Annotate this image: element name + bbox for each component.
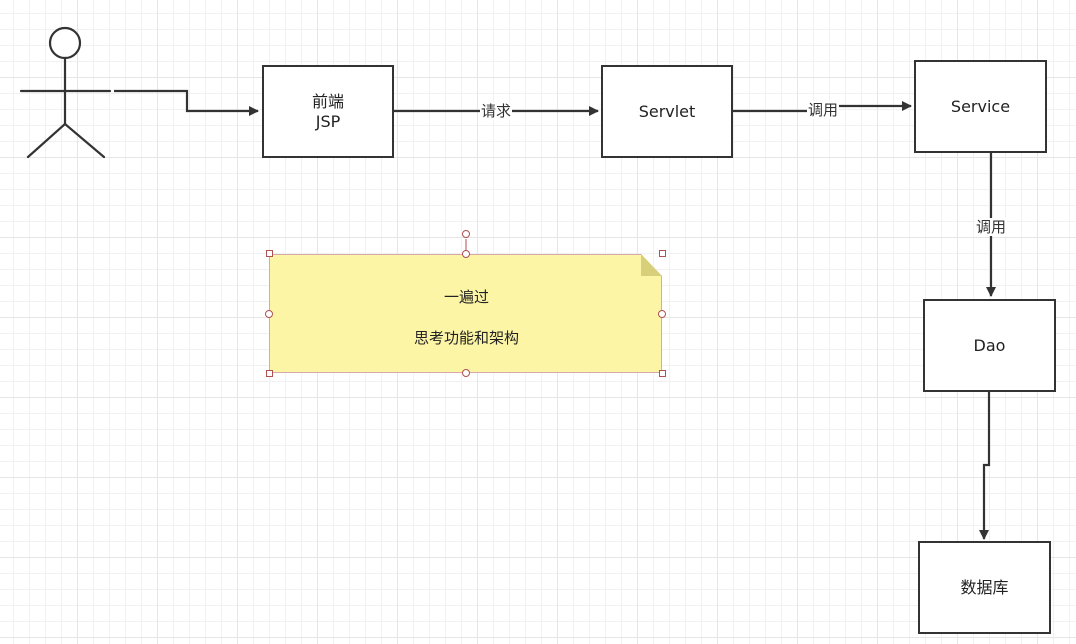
note-rotate-handle[interactable] — [462, 230, 470, 238]
resize-handle-top[interactable] — [462, 250, 470, 258]
node-service-label: Service — [950, 96, 1011, 116]
node-servlet-label: Servlet — [638, 101, 696, 121]
edge-label-call-service[interactable]: 调用 — [807, 101, 840, 119]
edge-dao-to-database[interactable] — [979, 392, 991, 540]
resize-handle-bottom-left[interactable] — [266, 370, 273, 377]
edge-actor-to-frontend[interactable] — [114, 89, 259, 116]
node-frontend-label-line1: 前端 — [311, 91, 344, 111]
note-line1: 一遍过 — [443, 288, 489, 306]
node-dao[interactable]: Dao — [923, 299, 1056, 392]
node-dao-label: Dao — [973, 335, 1006, 355]
resize-handle-top-right[interactable] — [659, 250, 666, 257]
edge-label-request[interactable]: 请求 — [480, 102, 513, 120]
resize-handle-top-left[interactable] — [266, 250, 273, 257]
resize-handle-bottom-right[interactable] — [659, 370, 666, 377]
sticky-note[interactable]: 一遍过 思考功能和架构 — [269, 254, 662, 373]
edge-label-call-dao[interactable]: 调用 — [975, 218, 1008, 236]
node-database[interactable]: 数据库 — [918, 541, 1051, 634]
node-servlet[interactable]: Servlet — [601, 65, 733, 158]
resize-handle-right[interactable] — [658, 310, 666, 318]
actor-user-icon[interactable] — [19, 26, 112, 159]
resize-handle-bottom[interactable] — [462, 369, 470, 377]
node-database-label: 数据库 — [960, 577, 1009, 597]
node-frontend-label-line2: JSP — [315, 111, 341, 131]
node-service[interactable]: Service — [914, 60, 1047, 153]
note-line2: 思考功能和架构 — [413, 329, 519, 347]
node-frontend-jsp[interactable]: 前端 JSP — [262, 65, 394, 158]
resize-handle-left[interactable] — [265, 310, 273, 318]
